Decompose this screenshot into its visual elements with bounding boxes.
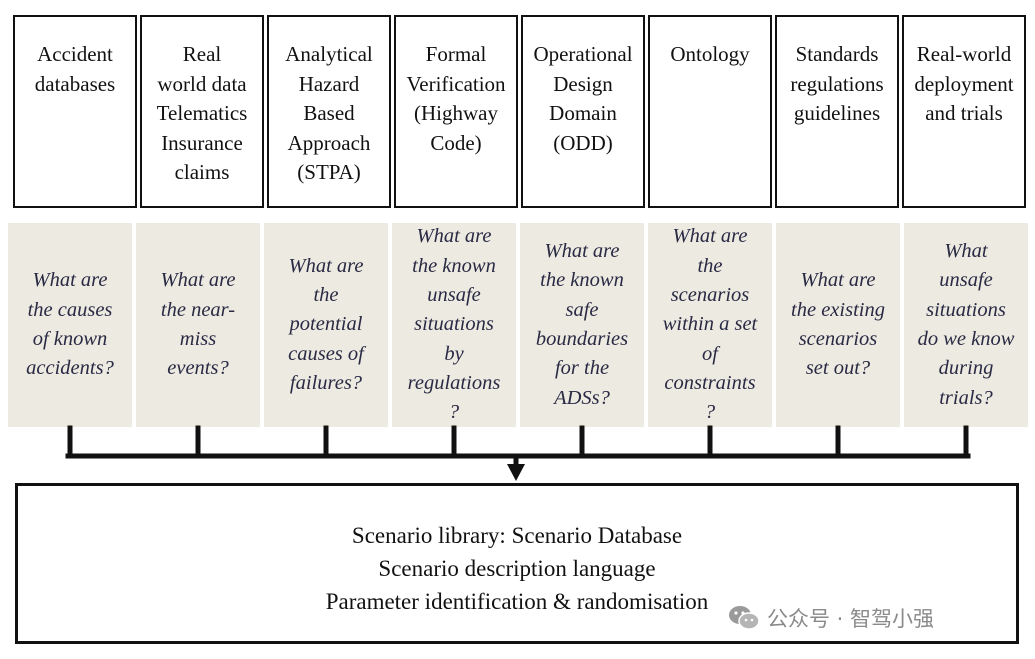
question-text: What are the known unsafe situations by … [407,225,501,424]
question-text: What are the potential causes of failure… [288,254,364,394]
question-text: What are the causes of known accidents? [26,269,114,380]
question-box-near-miss: What are the near- miss events? [136,223,260,427]
question-box-unsafe-by-regulations: What are the known unsafe situations by … [392,223,516,427]
watermark: 公众号 · 智驾小强 [727,601,934,635]
source-label: Ontology [670,42,750,66]
source-box-stpa: Analytical Hazard Based Approach (STPA) [267,15,391,208]
source-label: Standards regulations guidelines [790,42,884,125]
question-text: What are the scenarios within a set of c… [662,225,758,424]
source-label: Real world data Telematics Insurance cla… [156,42,248,184]
question-box-safe-boundaries: What are the known safe boundaries for t… [520,223,644,427]
question-text: What unsafe situations do we know during… [917,240,1015,409]
source-label: Formal Verification (Highway Code) [406,42,506,155]
source-box-ontology: Ontology [648,15,772,208]
source-box-formal-verification: Formal Verification (Highway Code) [394,15,518,208]
source-label: Real-world deployment and trials [914,42,1014,125]
scenario-library-box: Scenario library: Scenario Database Scen… [15,483,1019,644]
question-box-causes-of-accidents: What are the causes of known accidents? [8,223,132,427]
source-box-odd: Operational Design Domain (ODD) [521,15,645,208]
source-box-accident-databases: Accident databases [13,15,137,208]
source-label: Accident databases [34,42,116,96]
source-box-real-world-deployment: Real-world deployment and trials [902,15,1026,208]
source-label: Operational Design Domain (ODD) [533,42,633,155]
watermark-text: 公众号 · 智驾小强 [767,607,935,631]
question-box-unsafe-during-trials: What unsafe situations do we know during… [904,223,1028,427]
source-box-standards: Standards regulations guidelines [775,15,899,208]
question-text: What are the near- miss events? [160,269,236,380]
source-box-real-world-data: Real world data Telematics Insurance cla… [140,15,264,208]
question-box-existing-scenarios: What are the existing scenarios set out? [776,223,900,427]
library-line-description-language: Scenario description language [378,556,656,581]
question-text: What are the existing scenarios set out? [791,269,885,380]
wechat-icon [729,606,760,630]
down-arrow-icon [507,464,525,481]
source-label: Analytical Hazard Based Approach (STPA) [285,42,373,184]
question-box-potential-failures: What are the potential causes of failure… [264,223,388,427]
question-text: What are the known safe boundaries for t… [535,240,629,409]
library-line-database: Scenario library: Scenario Database [351,523,683,548]
library-line-parameter-identification: Parameter identification & randomisation [325,589,709,614]
question-box-scenarios-constraints: What are the scenarios within a set of c… [648,223,772,427]
